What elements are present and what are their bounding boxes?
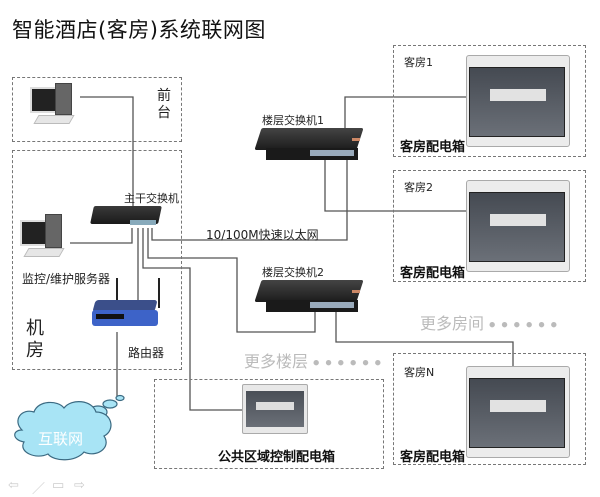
prev-slide-icon[interactable]: ⇦	[8, 478, 19, 493]
wire-core-floor2	[147, 228, 316, 333]
more-floors-text: 更多楼层	[244, 352, 309, 371]
internet-label: 互联网	[38, 430, 84, 448]
server-label: 监控/维护服务器	[22, 272, 111, 286]
front-desk-label: 前台	[157, 88, 171, 121]
zone-room-2	[393, 170, 586, 282]
zone-room-n	[393, 353, 586, 465]
pen-icon[interactable]: ／	[32, 482, 46, 497]
wire-floor1-room2	[324, 155, 468, 212]
wire-server-core	[70, 228, 133, 244]
wire-core-floor1	[151, 155, 348, 241]
slide-menu-icon[interactable]: ▭	[52, 478, 65, 493]
room-n-name: 客房N	[404, 366, 435, 379]
next-slide-icon[interactable]: ⇨	[74, 478, 85, 493]
zone-machine-room	[12, 150, 182, 370]
room-1-box-label: 客房配电箱	[400, 140, 466, 155]
more-floors-label: 更多楼层 ● ● ● ● ● ●	[244, 348, 383, 372]
internet-cloud-icon	[14, 394, 125, 461]
wire-floor1-room1	[344, 96, 468, 140]
zone-room-1	[393, 45, 586, 157]
page-title: 智能酒店(客房)系统联网图	[12, 18, 266, 42]
room-2-name: 客房2	[404, 181, 433, 194]
zone-front-desk	[12, 77, 182, 142]
wire-core-public	[142, 228, 248, 411]
machine-room-label: 机房	[26, 318, 44, 361]
floor-switch-2-label: 楼层交换机2	[262, 266, 324, 279]
zone-public-area	[154, 379, 384, 469]
server-pc-icon	[18, 214, 70, 260]
router-icon	[88, 278, 166, 330]
front-desk-pc-icon	[28, 83, 80, 129]
router-label: 路由器	[128, 346, 165, 360]
core-switch-label: 主干交换机	[124, 192, 179, 205]
room-n-distribution-box-icon	[466, 366, 570, 458]
room-1-distribution-box-icon	[466, 55, 570, 147]
room-2-box-label: 客房配电箱	[400, 266, 466, 281]
core-switch-icon	[90, 206, 162, 230]
floor-switch-1-label: 楼层交换机1	[262, 114, 324, 127]
wire-frontdesk-core	[80, 96, 134, 215]
public-area-label: 公共区域控制配电箱	[218, 450, 336, 465]
floor-switch-2-icon	[254, 280, 364, 316]
floor-switch-1-icon	[254, 128, 364, 164]
network-speed-label: 10/100M快速以太网	[206, 228, 319, 242]
more-floors-dots: ● ● ● ● ● ●	[313, 358, 383, 367]
room-n-box-label: 客房配电箱	[400, 450, 466, 465]
more-rooms-label: 更多房间 ● ● ● ● ● ●	[420, 310, 559, 334]
wire-floor2-roomN	[335, 312, 514, 368]
room-1-name: 客房1	[404, 56, 433, 69]
room-2-distribution-box-icon	[466, 180, 570, 272]
more-rooms-text: 更多房间	[420, 314, 485, 333]
more-rooms-dots: ● ● ● ● ● ●	[489, 320, 559, 329]
public-distribution-box-icon	[242, 384, 308, 434]
